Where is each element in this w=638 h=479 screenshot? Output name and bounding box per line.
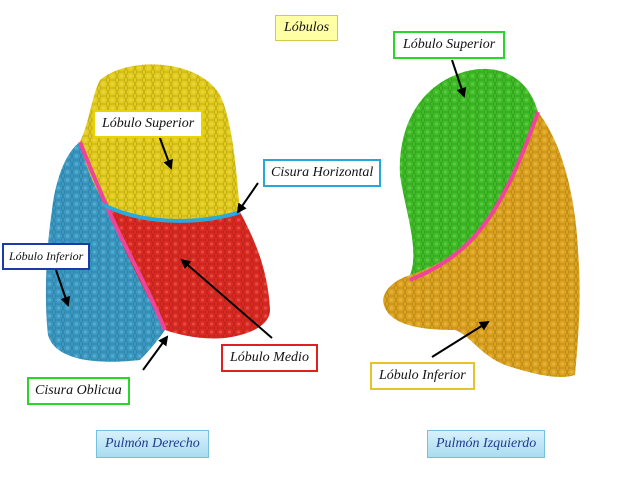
arrow-left-inferior — [431, 320, 490, 358]
arrow-horizontal-fissure — [236, 182, 259, 214]
arrow-left-superior — [451, 59, 467, 98]
caption-left-lung: Pulmón Izquierdo — [427, 430, 546, 458]
arrow-oblique-fissure — [142, 335, 169, 371]
arrow-right-inferior — [55, 269, 71, 307]
diagram-title: Lóbulos — [275, 15, 339, 41]
left-lung — [383, 68, 580, 377]
left-oblique-fissure-line — [409, 111, 540, 282]
label-right-inferior-lobe: Lóbulo Inferior — [2, 243, 91, 270]
horizontal-fissure-line — [103, 203, 241, 223]
label-right-superior-lobe: Lóbulo Superior — [93, 110, 204, 138]
caption-right-lung: Pulmón Derecho — [96, 430, 209, 458]
label-horizontal-fissure: Cisura Horizontal — [263, 159, 382, 187]
label-middle-lobe: Lóbulo Medio — [221, 344, 318, 372]
left-lung-texture — [383, 68, 580, 377]
oblique-fissure-line — [78, 141, 167, 331]
label-oblique-fissure: Cisura Oblicua — [27, 377, 130, 405]
pointer-arrows — [55, 59, 490, 371]
label-left-inferior-lobe: Lóbulo Inferior — [370, 362, 475, 390]
arrow-middle-lobe — [180, 258, 273, 339]
label-left-superior-lobe: Lóbulo Superior — [393, 31, 506, 59]
right-lung — [45, 64, 271, 362]
arrow-right-superior — [157, 132, 173, 170]
